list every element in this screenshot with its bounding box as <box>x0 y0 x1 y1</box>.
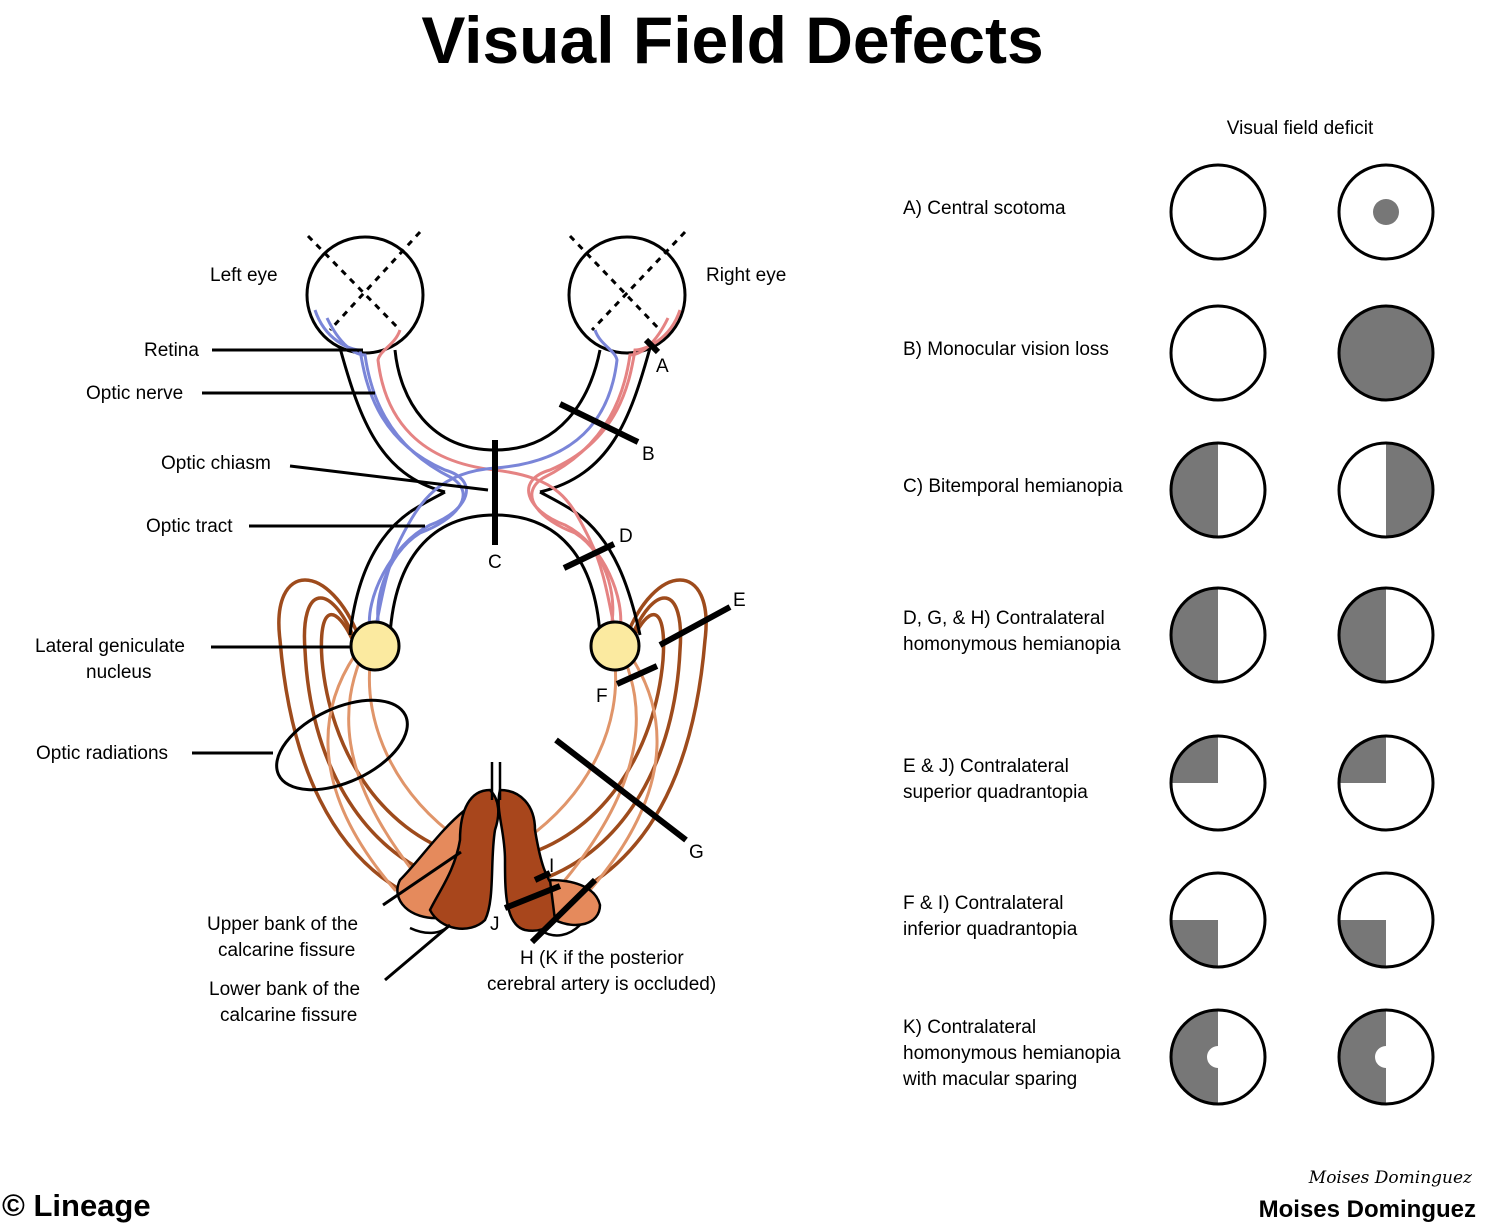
letter-f: F <box>596 686 608 707</box>
left-eye <box>305 230 425 355</box>
label-upper-bank-line1: Upper bank of the <box>207 914 358 935</box>
label-lower-bank-line1: Lower bank of the <box>209 979 360 1000</box>
right-eye <box>567 230 687 355</box>
optic-radiations-fibers <box>277 578 708 902</box>
deficit-label: with macular sparing <box>902 1069 1077 1090</box>
deficit-table: A) Central scotoma B) Monocular vision lo… <box>902 163 1435 1106</box>
right-eye-field <box>1337 586 1435 684</box>
deficit-label: homonymous hemianopia <box>903 1043 1121 1064</box>
label-optic-tract: Optic tract <box>146 516 233 537</box>
left-eye-field <box>1169 871 1267 969</box>
letter-c: C <box>488 552 502 573</box>
lesion-h <box>529 877 598 945</box>
right-eye-field <box>1337 871 1435 969</box>
left-eye-field <box>1169 586 1267 684</box>
left-eye-field <box>1169 1008 1267 1106</box>
letter-d: D <box>619 526 633 547</box>
left-eye-field <box>1169 734 1267 832</box>
leader-lines <box>192 348 489 982</box>
deficit-label: inferior quadrantopia <box>903 919 1078 940</box>
left-eye-field <box>1169 304 1267 402</box>
label-upper-bank-line2: calcarine fissure <box>218 940 355 961</box>
deficit-label: superior quadrantopia <box>903 782 1088 803</box>
label-left-eye: Left eye <box>210 265 278 286</box>
letter-j: J <box>490 914 500 935</box>
right-eye-field <box>1337 441 1435 539</box>
right-eye-field <box>1337 163 1435 261</box>
author-name: Moises Dominguez <box>1258 1196 1476 1223</box>
lesion-bars <box>492 337 732 945</box>
lesion-g <box>554 737 688 843</box>
label-lgn-line1: Lateral geniculate <box>35 636 185 657</box>
occipital-cortex <box>396 762 602 937</box>
letter-i: I <box>549 856 554 877</box>
lesion-d <box>562 541 616 571</box>
label-lgn-line2: nucleus <box>86 662 152 683</box>
deficit-label: B) Monocular vision loss <box>903 339 1109 360</box>
deficit-label: homonymous hemianopia <box>903 634 1121 655</box>
deficit-label: D, G, & H) Contralateral <box>903 608 1105 629</box>
lesion-b <box>558 401 640 445</box>
left-eye-field <box>1169 163 1267 261</box>
lesion-i <box>533 870 552 883</box>
label-retina: Retina <box>144 340 199 361</box>
letter-a: A <box>656 356 669 377</box>
lesion-j <box>503 883 562 911</box>
left-eye-field <box>1169 441 1267 539</box>
deficit-label: F & I) Contralateral <box>903 893 1064 914</box>
deficit-label: A) Central scotoma <box>903 198 1066 219</box>
right-eye-field <box>1337 734 1435 832</box>
optic-radiations-ellipse <box>275 698 409 792</box>
label-optic-radiations: Optic radiations <box>36 743 168 764</box>
lesion-a <box>643 337 661 355</box>
deficit-label: C) Bitemporal hemianopia <box>903 476 1123 497</box>
label-h-note-line1: H (K if the posterior <box>520 948 684 969</box>
right-eye-field <box>1337 304 1435 402</box>
deficit-label: K) Contralateral <box>903 1017 1036 1038</box>
label-optic-nerve: Optic nerve <box>86 383 183 404</box>
lesion-e <box>658 604 732 648</box>
right-lgn <box>589 620 641 672</box>
deficit-label: E & J) Contralateral <box>903 756 1069 777</box>
deficit-header: Visual field deficit <box>1227 118 1374 139</box>
right-eye-field <box>1337 1008 1435 1106</box>
letter-e: E <box>733 590 746 611</box>
label-right-eye: Right eye <box>706 265 786 286</box>
page-title: Visual Field Defects <box>421 3 1044 77</box>
left-lgn <box>349 620 401 672</box>
letter-b: B <box>642 444 655 465</box>
copyright-text: © Lineage <box>2 1188 151 1223</box>
label-h-note-line2: cerebral artery is occluded) <box>487 974 716 995</box>
author-signature: Moises Dominguez <box>1308 1168 1472 1188</box>
label-optic-chiasm: Optic chiasm <box>161 453 271 474</box>
lesion-f <box>615 663 659 687</box>
letter-g: G <box>689 842 704 863</box>
label-lower-bank-line2: calcarine fissure <box>220 1005 357 1026</box>
